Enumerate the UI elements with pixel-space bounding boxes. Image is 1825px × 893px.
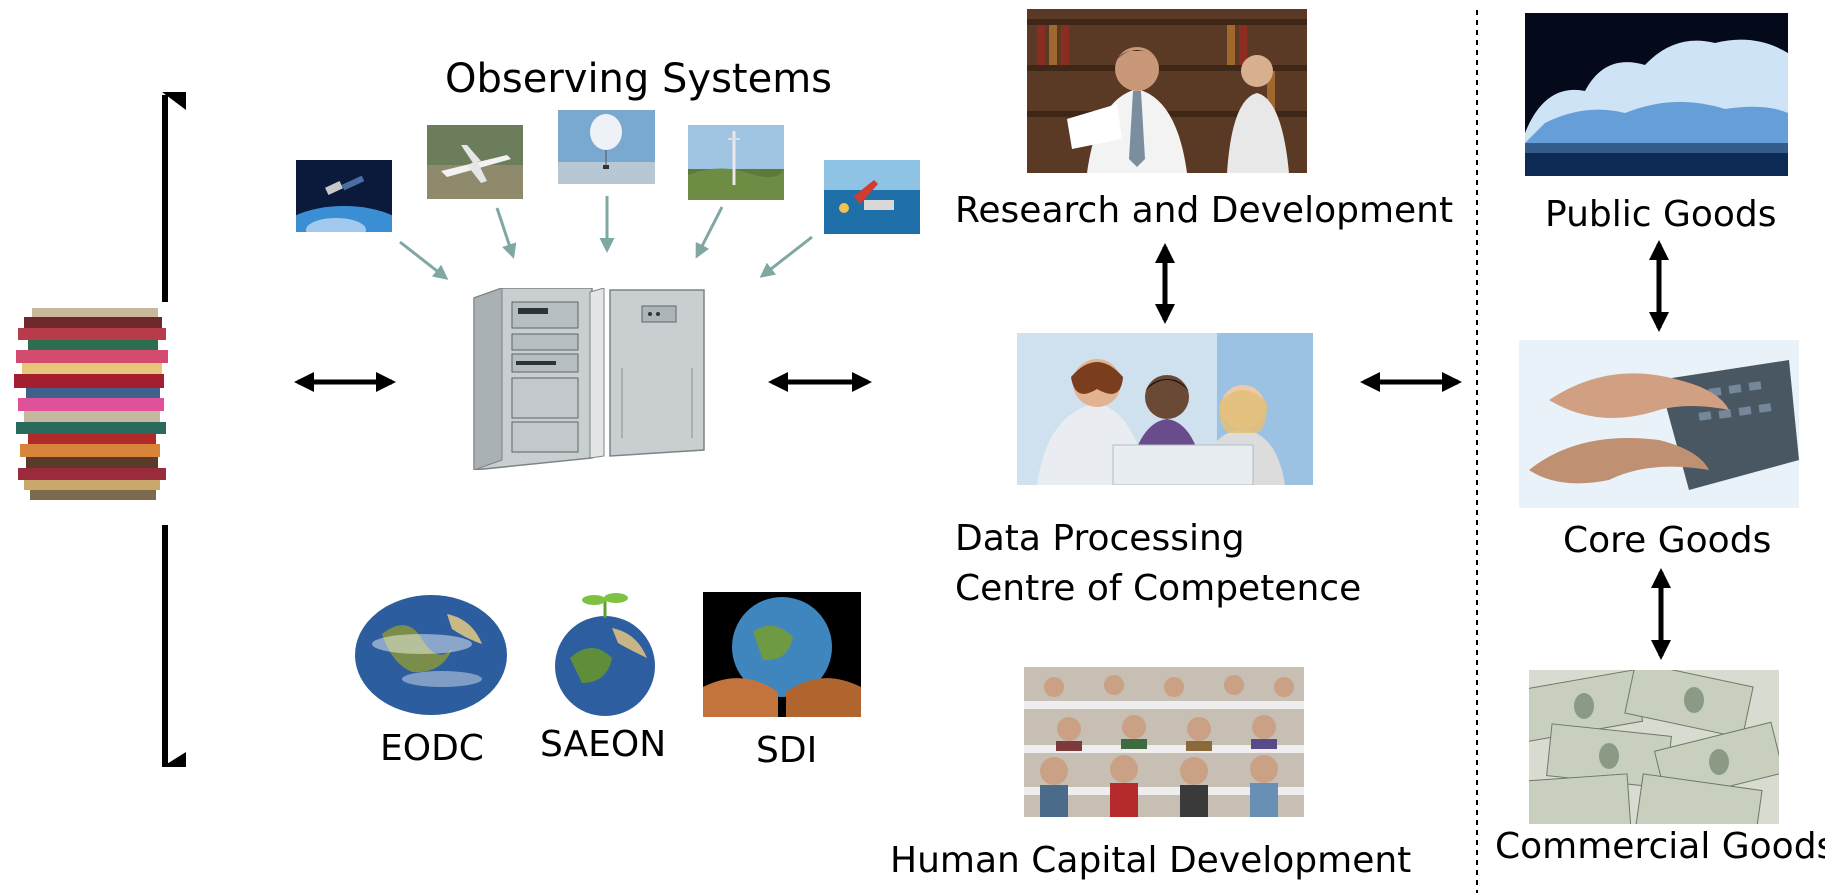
satellite-image <box>296 160 392 232</box>
iceberg-image <box>1525 13 1788 176</box>
server-cabinet-image <box>472 288 707 470</box>
measurement-tower-image <box>688 125 784 200</box>
ocean-buoy-image <box>824 160 920 234</box>
observing-systems-title: Observing Systems <box>445 56 833 102</box>
sdi-label: SDI <box>756 730 818 771</box>
saeon-label: SAEON <box>540 724 667 765</box>
stack-of-books-image <box>10 308 170 500</box>
public-goods-label: Public Goods <box>1545 194 1777 235</box>
human-capital-development-label: Human Capital Development <box>890 840 1412 881</box>
left-bracket-bottom <box>162 525 186 767</box>
core-goods-label: Core Goods <box>1563 520 1772 561</box>
aircraft-image <box>427 125 523 199</box>
researcher-in-library-image <box>1027 9 1307 173</box>
team-at-computer-image <box>1017 333 1313 485</box>
dollar-bills-image <box>1529 670 1779 824</box>
hands-holding-earth-image <box>703 592 861 717</box>
globe-with-sprout-image <box>552 588 658 718</box>
hands-on-keyboard-image <box>1519 340 1799 508</box>
observing-feed-arrows <box>399 196 813 280</box>
left-bracket-top <box>162 92 186 302</box>
weather-balloon-image <box>558 110 655 184</box>
research-and-development-label: Research and Development <box>955 190 1454 231</box>
earth-globe-image <box>352 594 510 716</box>
commercial-goods-label: Commercial Goods <box>1495 826 1825 867</box>
data-processing-label: Data Processing <box>955 518 1245 559</box>
eodc-label: EODC <box>380 728 484 769</box>
classroom-students-image <box>1024 667 1304 817</box>
centre-of-competence-label: Centre of Competence <box>955 568 1362 609</box>
